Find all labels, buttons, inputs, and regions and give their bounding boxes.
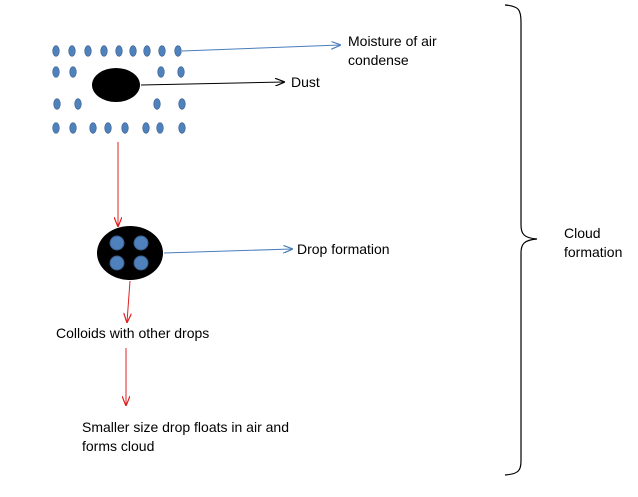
- colloids-label: Colloids with other drops: [56, 325, 210, 341]
- droplet-icon: [129, 45, 137, 57]
- droplet-icon: [156, 122, 164, 134]
- droplet-icon: [178, 122, 186, 134]
- drop-formation-icon: [97, 226, 163, 280]
- moisture-label: Moisture of air condense: [348, 33, 437, 68]
- moisture-arrow: [181, 45, 340, 52]
- droplet-icon: [115, 45, 123, 57]
- droplet-icon: [89, 122, 97, 134]
- droplet-icon: [157, 66, 165, 78]
- droplet-icon: [69, 122, 77, 134]
- cloud-formation-label: Cloud formation: [564, 225, 623, 260]
- cloud-formation-brace: [504, 4, 538, 476]
- droplet-icon: [68, 45, 76, 57]
- droplet-icon: [177, 66, 185, 78]
- droplet-icon: [158, 45, 166, 57]
- droplet-icon: [174, 45, 182, 57]
- red-arrow-to-colloids: [127, 280, 130, 322]
- drop-formation-label: Drop formation: [297, 241, 390, 257]
- droplet-icon: [74, 98, 82, 110]
- droplet-icon: [142, 122, 150, 134]
- droplet-icon: [178, 98, 186, 110]
- drop-formation-arrow: [163, 249, 292, 254]
- droplet-icon: [52, 45, 60, 57]
- droplet-icon: [121, 122, 129, 134]
- droplet-icon: [153, 98, 161, 110]
- droplet-icon: [52, 66, 60, 78]
- droplet-icon: [84, 45, 92, 57]
- droplet-icon: [53, 98, 61, 110]
- dust-label: Dust: [291, 74, 320, 90]
- moisture-droplets: [52, 45, 186, 134]
- dust-particle-icon: [92, 68, 140, 102]
- droplet-icon: [52, 122, 60, 134]
- smaller-drop-label: Smaller size drop floats in air and form…: [82, 419, 289, 454]
- droplet-icon: [143, 45, 151, 57]
- droplet-icon: [104, 122, 112, 134]
- droplet-icon: [69, 66, 77, 78]
- droplet-icon: [100, 45, 108, 57]
- dust-arrow: [140, 82, 284, 85]
